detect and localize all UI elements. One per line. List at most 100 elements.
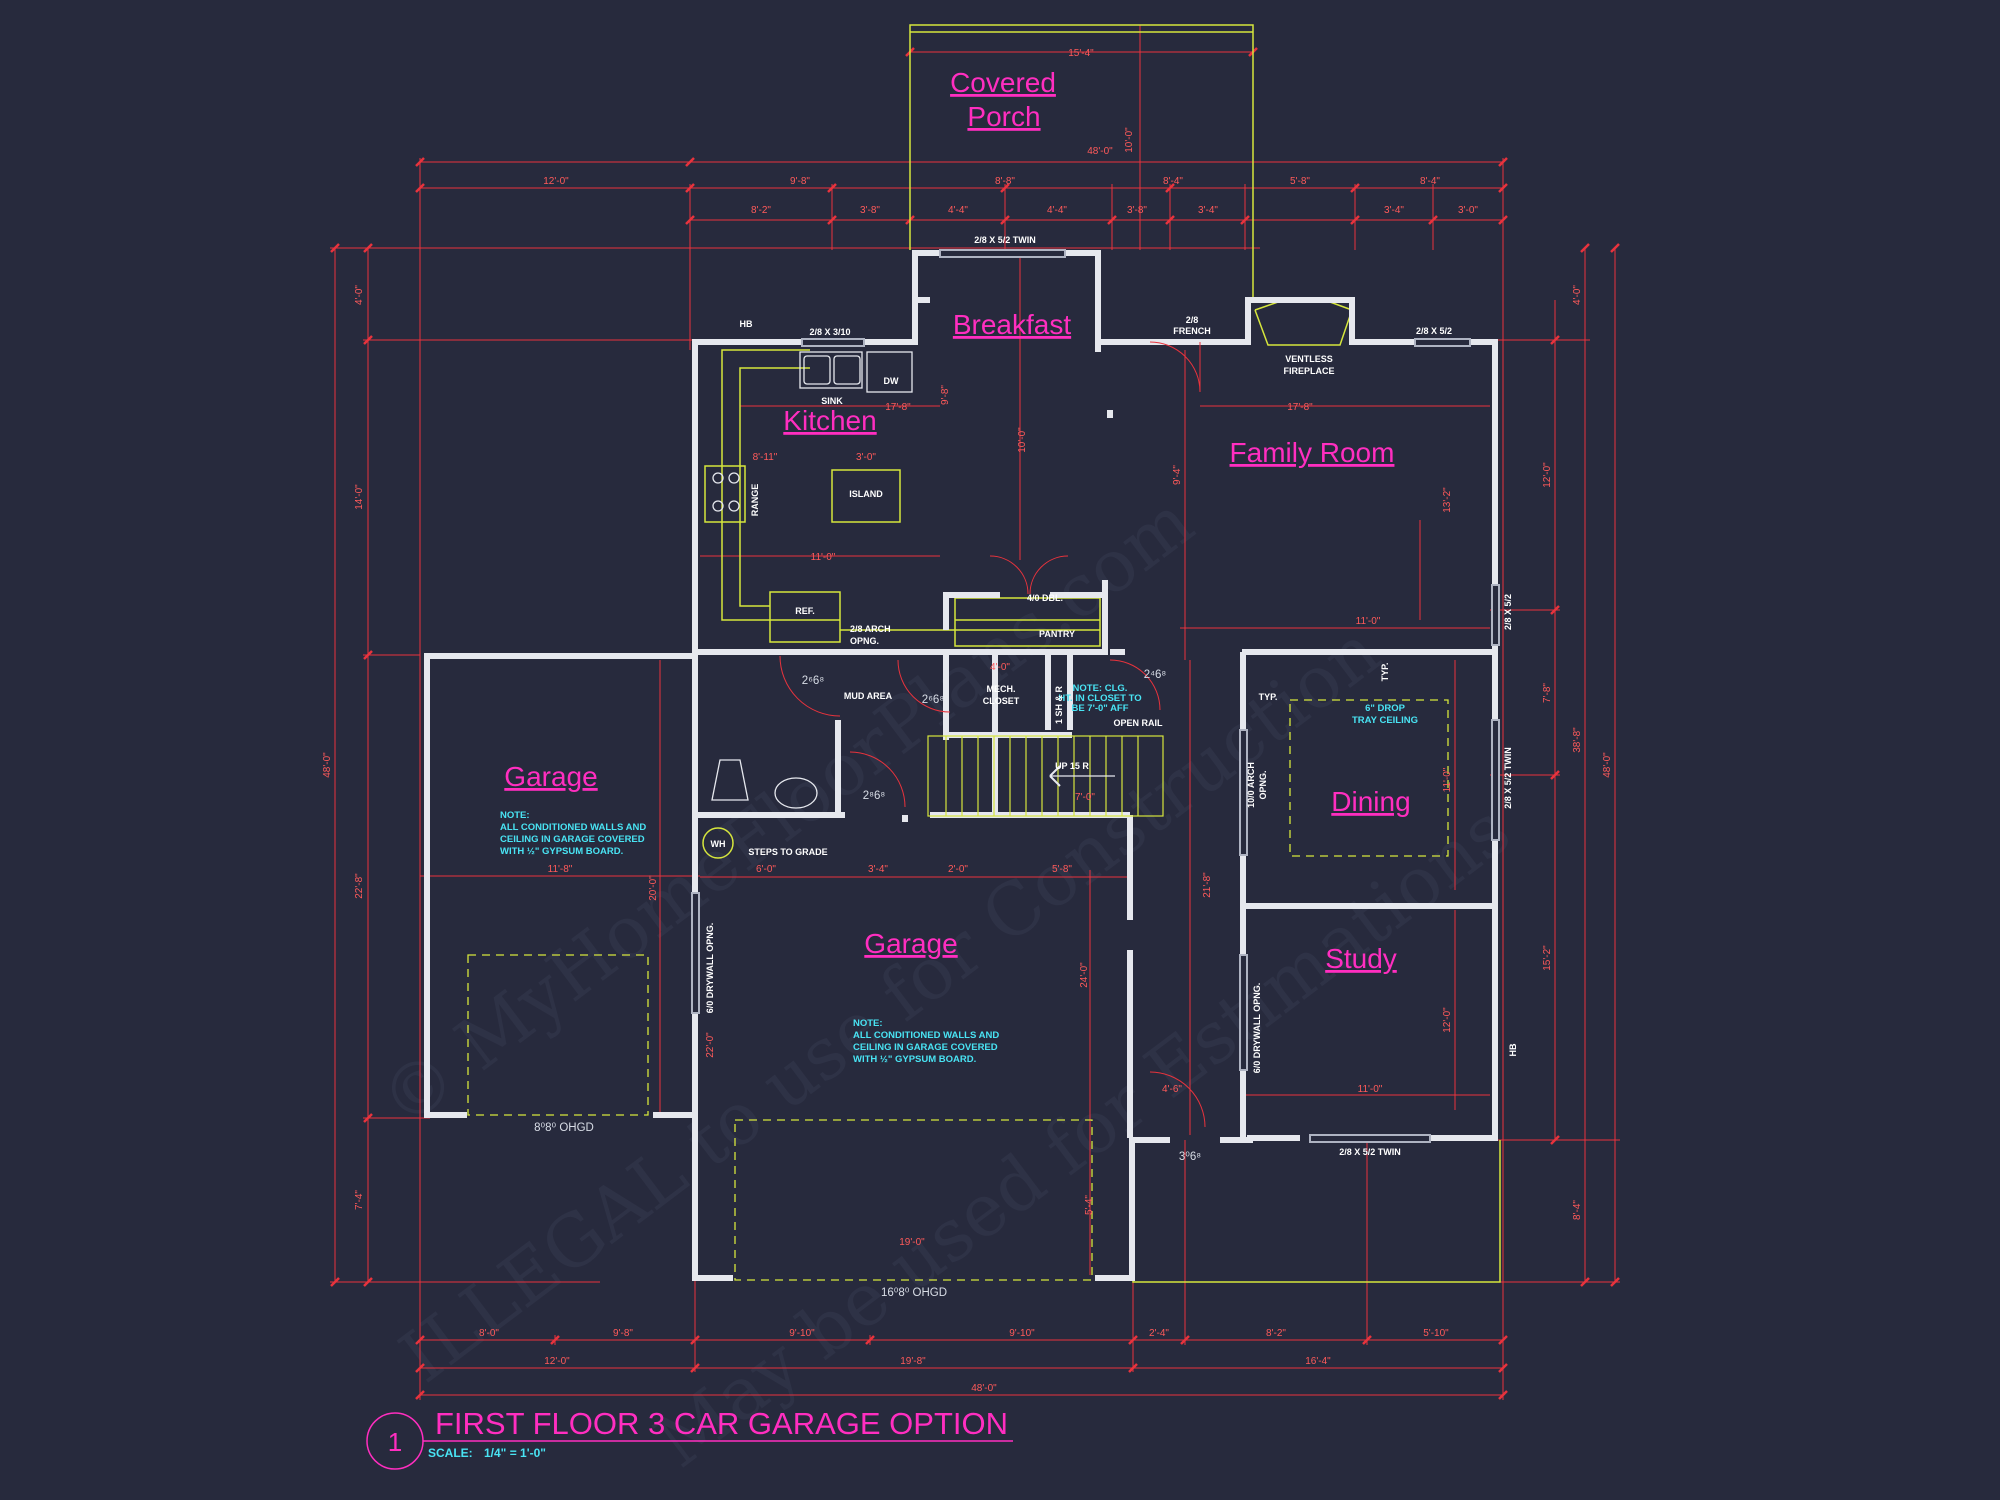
dim-porch-depth: 10'-0"	[1124, 127, 1135, 153]
dim-top-row2-5: 3'-8"	[1127, 205, 1147, 216]
closet-note-3: BE 7'-0" AFF	[1071, 703, 1128, 714]
dim-top-row2-4: 4'-4"	[1047, 205, 1067, 216]
dim-garage-depth-2: 22'-0"	[705, 1032, 716, 1058]
dim-door: 4'-6"	[1162, 1084, 1182, 1095]
car-outline-left	[467, 954, 649, 1116]
dim-top-row2-2: 3'-8"	[860, 205, 880, 216]
dim-garage-side: 5'-4"	[1084, 1195, 1095, 1215]
garage-door-main-label: 16⁰8⁰ OHGD	[881, 1287, 947, 1299]
dim-top-row2-1: 8'-2"	[751, 205, 771, 216]
staircase	[927, 735, 1164, 817]
garage-left-note-4: WITH ½" GYPSUM BOARD.	[500, 846, 623, 857]
dining-arch-label-1: 10/0 ARCH	[1246, 762, 1256, 808]
title-block: 1 FIRST FLOOR 3 CAR GARAGE OPTION SCALE:…	[366, 1406, 1013, 1470]
arch-opening-label-1: 2/8 ARCH	[850, 624, 891, 634]
room-label-study: Study	[1325, 943, 1397, 974]
garage-door-left-label: 8⁰8⁰ OHGD	[534, 1122, 594, 1134]
room-labels: Covered Porch Breakfast Kitchen Family R…	[504, 67, 1410, 974]
dim-family-width: 11'-0"	[1356, 616, 1381, 627]
water-heater-label: WH	[711, 839, 726, 849]
toilet	[711, 759, 749, 801]
dim-bottom-row1-6: 8'-2"	[1266, 1328, 1286, 1339]
room-label-dining: Dining	[1331, 786, 1410, 817]
dim-bottom-row1-5: 2'-4"	[1149, 1328, 1169, 1339]
dim-bottom-row1-2: 9'-8"	[613, 1328, 633, 1339]
stairs-label: UP 15 R	[1055, 761, 1089, 771]
garage-main-note-3: CEILING IN GARAGE COVERED	[853, 1042, 998, 1053]
dim-top-row1-2: 9'-8"	[790, 176, 810, 187]
pantry-label: PANTRY	[1039, 629, 1075, 639]
dim-mud-row-3: 2'-0"	[948, 864, 968, 875]
refrigerator	[769, 591, 841, 643]
refrigerator-label: REF.	[795, 606, 815, 616]
dim-breakfast-a: 9'-8"	[940, 385, 951, 405]
door-label-2: 2⁶6⁸	[922, 694, 945, 706]
tray-ceiling-outline	[1289, 699, 1449, 857]
typical-label: TYP.	[1259, 692, 1278, 702]
dim-top-row1-4: 8'-4"	[1163, 176, 1183, 187]
garage-left-note-1: NOTE:	[500, 810, 530, 821]
dim-dining-height: 11'-0"	[1442, 767, 1453, 792]
sink-label: SINK	[821, 396, 843, 406]
dining-arch-label-2: OPNG.	[1258, 770, 1268, 799]
range-label: RANGE	[750, 484, 760, 517]
dim-top-row1-1: 12'-0"	[543, 176, 569, 187]
scale-value: 1/4" = 1'-0"	[484, 1446, 546, 1460]
dim-left-inner-4: 7'-4"	[354, 1190, 365, 1210]
family-window-label: 2/8 X 5/2	[1416, 326, 1452, 336]
mech-closet-label-2: CLOSET	[983, 696, 1020, 706]
powder-sink	[774, 777, 818, 809]
dimension-ticks	[330, 47, 1620, 1400]
study-window-label: 2/8 X 5/2 TWIN	[1339, 1147, 1401, 1157]
dim-bottom-row2-1: 12'-0"	[544, 1356, 570, 1367]
garage-main-note-2: ALL CONDITIONED WALLS AND	[853, 1030, 999, 1041]
room-label-garage-left: Garage	[504, 761, 597, 792]
typical-label-2: TYP.	[1380, 663, 1390, 682]
room-label-porch: Porch	[967, 101, 1040, 132]
dim-top-row2-6: 3'-4"	[1198, 205, 1218, 216]
dim-bottom-row1-3: 9'-10"	[789, 1328, 815, 1339]
dim-right-inner-3: 7'-8"	[1542, 683, 1553, 703]
hose-bib-label-left: HB	[740, 319, 753, 329]
kitchen-island	[831, 469, 901, 523]
room-label-family-room: Family Room	[1230, 437, 1395, 468]
scale-label: SCALE:	[428, 1446, 473, 1460]
dim-kitchen-a: 8'-11"	[753, 452, 778, 463]
dim-garage-left-height: 20'-0"	[648, 875, 659, 901]
dim-family-top: 17'-8"	[1287, 402, 1313, 413]
garage-drywall-opening-label: 6/0 DRYWALL OPNG.	[705, 923, 715, 1014]
dimension-texts: 15'-4" 10'-0" 48'-0" 48'-0" 12'-0" 9'-8"…	[322, 48, 1613, 1394]
room-label-garage-main: Garage	[864, 928, 957, 959]
double-door-label: 4/0 DBL.	[1027, 593, 1063, 603]
dim-breakfast-b: 10'-0"	[1017, 427, 1028, 453]
dim-study-height: 12'-0"	[1442, 1007, 1453, 1033]
dim-bottom-row2-2: 19'-8"	[900, 1356, 926, 1367]
dim-garage-left-width: 11'-8"	[548, 864, 573, 875]
french-door-label-1: 2/8	[1186, 315, 1199, 325]
fireplace-label-2: FIREPLACE	[1283, 366, 1334, 376]
dim-top-row2-8: 3'-0"	[1458, 205, 1478, 216]
steps-to-grade-label: STEPS TO GRADE	[748, 847, 827, 857]
dim-left-outer: 48'-0"	[322, 752, 333, 778]
dim-overall-width-top: 48'-0"	[1087, 146, 1113, 157]
closet-note-2: HT. IN CLOSET TO	[1058, 693, 1141, 704]
dim-left-inner-1: 4'-0"	[354, 285, 365, 305]
room-label-breakfast: Breakfast	[953, 309, 1071, 340]
dashed-outlines	[467, 699, 1449, 1281]
dim-bottom-row1-4: 9'-10"	[1009, 1328, 1035, 1339]
windows	[691, 249, 1500, 1143]
garage-main-note-1: NOTE:	[853, 1018, 883, 1029]
mud-area-label: MUD AREA	[844, 691, 893, 701]
plan-title: FIRST FLOOR 3 CAR GARAGE OPTION	[435, 1406, 1008, 1441]
dim-garage-main-depth: 24'-0"	[1079, 962, 1090, 988]
study-drywall-opening-label: 6/0 DRYWALL OPNG.	[1252, 983, 1262, 1074]
kitchen-counters	[702, 301, 1353, 859]
range-cooktop	[704, 465, 746, 523]
car-outline-main	[734, 1119, 1093, 1281]
dim-porch-width: 15'-4"	[1068, 48, 1094, 59]
dim-family-height: 13'-2"	[1442, 487, 1453, 513]
dim-mud-row-1: 6'-0"	[756, 864, 776, 875]
dim-kitchen-b: 3'-0"	[856, 452, 876, 463]
dishwasher	[866, 351, 913, 393]
